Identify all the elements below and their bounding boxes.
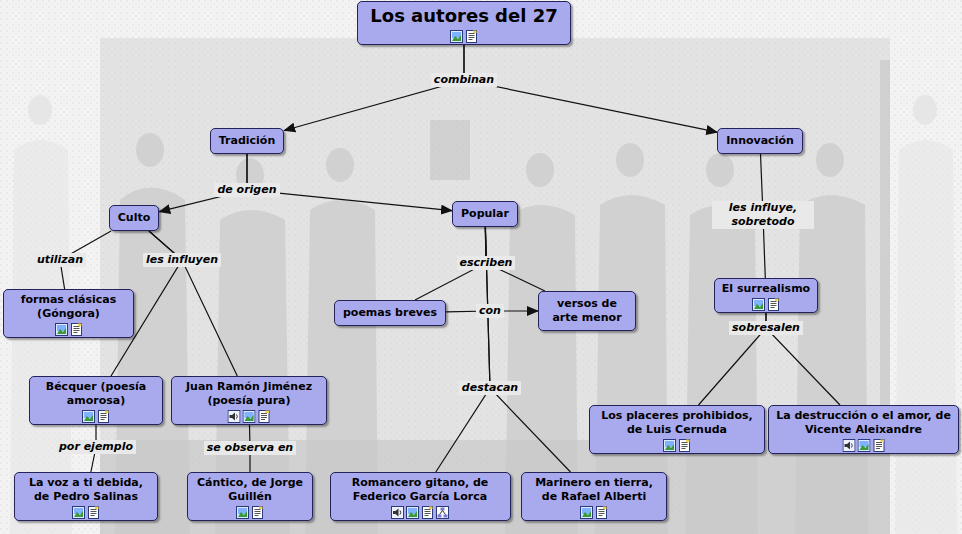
concept-box: Bécquer (poesía amorosa)	[29, 376, 163, 425]
resource-icon	[82, 410, 95, 423]
concept-box: versos de arte menor	[538, 291, 636, 331]
resource-icons	[662, 439, 692, 452]
resource-icons	[235, 506, 265, 519]
resource-icon	[767, 298, 780, 311]
concept-text: Innovación	[726, 134, 794, 148]
concept-box: Marinero en tierra, de Rafael Alberti	[521, 472, 667, 521]
concept-text: Popular	[461, 207, 509, 221]
concept-text: El surrealismo	[722, 282, 810, 296]
resource-icon	[243, 410, 256, 423]
concept-text: Bécquer (poesía amorosa)	[37, 380, 155, 408]
concept-box: Innovación	[717, 128, 803, 154]
resource-icons	[751, 298, 781, 311]
concept-box: formas clásicas (Góngora)	[3, 289, 134, 338]
resource-icon	[450, 30, 463, 43]
link-phrase: les influye, sobretodo	[712, 201, 814, 229]
concept-text: versos de arte menor	[547, 297, 627, 325]
resource-icon	[752, 298, 765, 311]
link-phrase: por ejemplo	[56, 440, 136, 454]
link-phrase: sobresalen	[729, 321, 803, 335]
resource-icon	[406, 506, 419, 519]
resource-icon	[436, 506, 449, 519]
link-phrase: les influyen	[143, 253, 221, 267]
resource-icon	[595, 506, 608, 519]
link-phrase: destacan	[459, 381, 521, 395]
concept-text: La voz a ti debida, de Pedro Salinas	[22, 476, 150, 504]
link-phrase: de origen	[214, 183, 279, 197]
concept-box: Culto	[109, 205, 160, 231]
concept-box: Romancero gitano, de Federico García Lor…	[330, 472, 511, 521]
concept-text: Tradición	[219, 134, 275, 148]
connector-line	[464, 45, 717, 132]
concept-text: Culto	[118, 211, 151, 225]
concept-box: Cántico, de Jorge Guillén	[187, 472, 313, 521]
link-phrase: se observa en	[204, 441, 296, 455]
title-box: Los autores del 27	[357, 1, 570, 45]
resource-icon	[465, 30, 478, 43]
resource-icon	[251, 506, 264, 519]
resource-icon	[857, 439, 870, 452]
concept-text: Romancero gitano, de Federico García Lor…	[338, 476, 503, 504]
concept-box: La destrucción o el amor, de Vicente Ale…	[768, 405, 959, 454]
resource-icon	[580, 506, 593, 519]
resource-icon	[391, 506, 404, 519]
concept-text: Cántico, de Jorge Guillén	[195, 476, 305, 504]
resource-icon	[678, 439, 691, 452]
connector-line	[284, 45, 464, 131]
concept-box: Los placeres prohibidos, de Luis Cernuda	[589, 405, 765, 454]
concept-text: Los placeres prohibidos, de Luis Cernuda	[597, 409, 757, 437]
concept-box: Tradición	[210, 128, 284, 154]
resource-icon	[872, 439, 885, 452]
concept-text: Marinero en tierra, de Rafael Alberti	[529, 476, 659, 504]
resource-icons	[54, 323, 84, 336]
resource-icons	[81, 410, 111, 423]
link-phrase: utilizan	[34, 253, 86, 267]
resource-icon	[55, 323, 68, 336]
link-phrase: con	[476, 304, 504, 318]
concept-box: poemas breves	[334, 300, 446, 326]
resource-icons	[449, 30, 479, 43]
resource-icons	[390, 506, 450, 519]
resource-icon	[421, 506, 434, 519]
resource-icon	[87, 506, 100, 519]
resource-icon	[72, 506, 85, 519]
concept-text: La destrucción o el amor, de Vicente Ale…	[776, 409, 951, 437]
title-text: Los autores del 27	[370, 5, 557, 27]
concept-text: Juan Ramón Jiménez (poesía pura)	[179, 380, 319, 408]
resource-icons	[71, 506, 101, 519]
resource-icon	[842, 439, 855, 452]
concept-text: formas clásicas (Góngora)	[11, 293, 126, 321]
resource-icon	[97, 410, 110, 423]
concept-box: La voz a ti debida, de Pedro Salinas	[14, 472, 158, 521]
resource-icon	[236, 506, 249, 519]
resource-icon	[70, 323, 83, 336]
concept-box: El surrealismo	[714, 278, 818, 313]
concept-box: Juan Ramón Jiménez (poesía pura)	[171, 376, 327, 425]
link-phrase: combinan	[431, 73, 497, 87]
resource-icons	[579, 506, 609, 519]
resource-icon	[663, 439, 676, 452]
resource-icon	[258, 410, 271, 423]
resource-icons	[227, 410, 272, 423]
concept-box: Popular	[452, 201, 518, 227]
resource-icons	[841, 439, 886, 452]
concept-text: poemas breves	[343, 306, 437, 320]
link-phrase: escriben	[457, 256, 516, 270]
resource-icon	[228, 410, 241, 423]
